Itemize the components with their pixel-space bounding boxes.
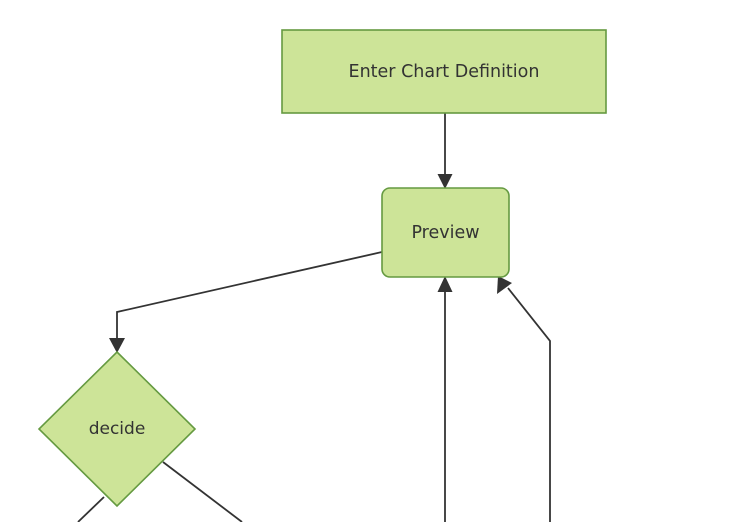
edge-preview-to-decide — [109, 251, 383, 353]
edge-decide-to-bottom-right — [162, 461, 243, 522]
node-decide-label: decide — [89, 419, 146, 439]
node-enter-chart-definition[interactable]: Enter Chart Definition — [281, 29, 607, 114]
node-preview-label: Preview — [411, 223, 479, 243]
edge-decide-to-bottom-right-line — [162, 461, 243, 522]
edge-bottom-right-to-preview — [497, 276, 551, 522]
arrowhead-into-preview-bottom-center — [437, 276, 453, 292]
edge-decide-to-bottom-left — [77, 496, 105, 522]
node-enter-chart-definition-label: Enter Chart Definition — [349, 62, 540, 82]
arrowhead-into-decide-top — [109, 338, 125, 353]
node-preview[interactable]: Preview — [381, 187, 510, 278]
arrowhead-into-preview-top — [437, 174, 453, 189]
node-preview-shape[interactable] — [381, 187, 510, 278]
arrowhead-into-preview-bottom-right — [497, 276, 512, 294]
node-enter-chart-definition-shape[interactable] — [281, 29, 607, 114]
edge-bottom-right-to-preview-line — [507, 287, 551, 522]
node-decide-shape[interactable] — [37, 350, 197, 508]
edge-preview-to-decide-line — [116, 251, 383, 343]
edge-enter-to-preview — [437, 113, 453, 189]
edge-bottom-center-to-preview — [437, 276, 453, 522]
node-decide[interactable]: decide — [37, 350, 197, 508]
edge-decide-to-bottom-left-line — [77, 496, 105, 522]
